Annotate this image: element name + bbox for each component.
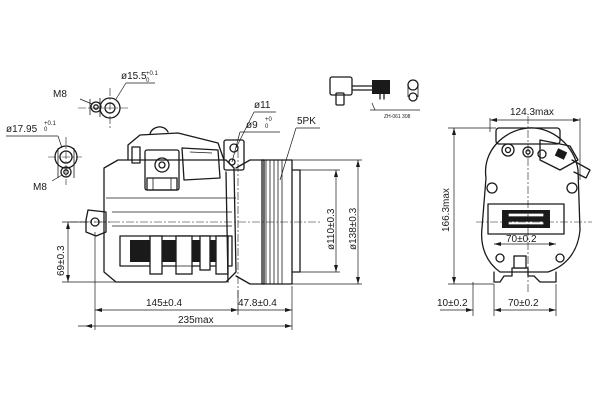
connector-detail <box>329 76 420 111</box>
mount-spacing-bottom: 70±0.2 <box>508 298 539 309</box>
mount-hole-small-tol-lower: 0 <box>265 124 269 130</box>
port-detail-right <box>78 82 155 128</box>
mount-hole-diameter: ø11 <box>254 100 271 111</box>
mount-hole-small: ø9 <box>246 120 258 131</box>
compressor-side-view <box>70 126 320 300</box>
end-view-dims <box>440 118 581 316</box>
pulley-diameter-dims <box>292 159 362 285</box>
mount-hole-small-tol-upper: +0 <box>265 117 273 123</box>
port-tol-right-lower: 0 <box>146 78 150 84</box>
port-tol-left-upper: +0.1 <box>44 121 57 127</box>
port-tol-right-upper: +0.1 <box>146 71 159 77</box>
pulley-diameter-outer: ø138±0.3 <box>348 207 359 250</box>
side-height: 166.3max <box>441 188 452 232</box>
pulley-type: 5PK <box>297 116 316 127</box>
thread-label-top: M8 <box>53 89 67 100</box>
port-diameter-left: ø17.95 <box>6 124 38 135</box>
port-detail-left <box>6 135 82 185</box>
pulley-diameter-inner: ø110±0.3 <box>326 208 337 250</box>
pulley-offset: 47.8±0.4 <box>238 298 277 309</box>
mount-spacing-inner: 70±0.2 <box>506 234 537 245</box>
length-dims <box>78 232 293 330</box>
thread-label-bottom: M8 <box>33 182 47 193</box>
mount-edge-offset: 10±0.2 <box>437 298 468 309</box>
center-height: 69±0.3 <box>56 245 67 276</box>
overall-length: 235max <box>178 315 214 326</box>
port-diameter-right: ø15.5 <box>121 71 147 82</box>
compressor-end-view <box>476 116 592 292</box>
connector-part-number: ZH-061 308 <box>384 114 411 120</box>
body-length: 145±0.4 <box>146 298 183 309</box>
center-height-dim <box>62 221 116 283</box>
port-tol-left-lower: 0 <box>44 127 48 133</box>
side-width: 124.3max <box>510 107 554 118</box>
